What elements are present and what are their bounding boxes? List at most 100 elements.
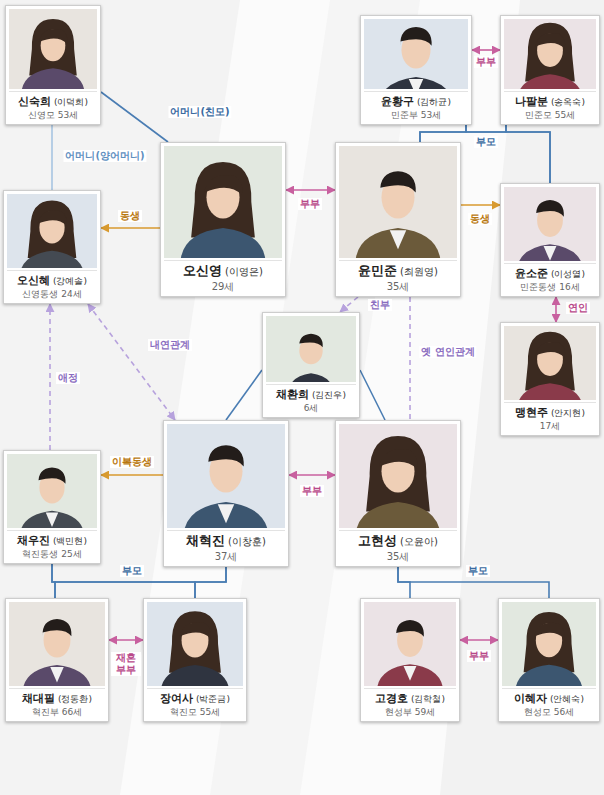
character-detail: 민준동생 16세: [504, 281, 596, 293]
photo-frame: [504, 187, 596, 261]
caption: 고경호(김학철)현성부 59세: [364, 688, 456, 718]
character-detail: 17세: [504, 420, 596, 432]
photo-frame: [339, 424, 457, 528]
portrait-ground: [147, 602, 243, 686]
caption-line: 윤소준(이성열): [504, 265, 596, 281]
portrait: [9, 9, 97, 89]
photo-frame: [9, 602, 105, 686]
character-detail: 6세: [266, 402, 356, 414]
character-name: 채우진: [17, 534, 50, 547]
portrait-hair: [366, 436, 430, 512]
relation-label: 어머니(친모): [168, 106, 231, 118]
relation-line: [461, 204, 500, 206]
character-detail: 35세: [339, 280, 457, 293]
portrait-fringe: [534, 623, 564, 639]
caption-line: 채혁진(이창훈): [167, 532, 285, 550]
character-detail: 혁진부 66세: [9, 706, 105, 718]
caption-line: 고현성(오윤아): [339, 532, 457, 550]
character-detail: 혁진모 55세: [147, 706, 243, 718]
background-band: [0, 0, 240, 795]
caption-line: 채대필(정동환): [9, 690, 105, 706]
portrait-ground: [339, 146, 457, 258]
caption: 윤민준(최원영)35세: [339, 260, 457, 293]
portrait-hair: [299, 334, 323, 348]
portrait-body: [377, 664, 443, 686]
portrait-ground: [7, 194, 97, 268]
portrait-fringe: [535, 33, 565, 48]
relation-label: 부모: [474, 136, 498, 148]
portrait-ground: [504, 326, 596, 400]
caption-line: 맹현주(안지현): [504, 404, 596, 420]
character-detail: 29세: [164, 280, 282, 293]
actor-name: (강예솔): [53, 276, 87, 286]
photo-frame: [9, 9, 97, 89]
portrait: [266, 316, 356, 382]
character-name: 채대필: [22, 692, 55, 705]
character-name: 채혁진: [186, 533, 225, 548]
relation-label: 어머니(양어머니): [63, 150, 146, 162]
caption-line: 신숙희(이덕희): [9, 93, 97, 109]
character-name: 오신영: [183, 263, 222, 278]
portrait-ground: [7, 454, 97, 528]
character-name: 나팔분: [515, 95, 548, 108]
relation-label: 재혼 부부: [111, 652, 141, 676]
person-card: 윤소준(이성열)민준동생 16세: [500, 183, 600, 297]
portrait-ground: [164, 146, 282, 258]
portrait-hair: [38, 468, 65, 484]
relation-label: 부모: [466, 565, 490, 577]
character-detail: 혁진동생 25세: [7, 548, 97, 560]
actor-name: (김진우): [312, 390, 346, 400]
portrait-body: [517, 244, 583, 261]
actor-name: (백민현): [53, 536, 87, 546]
portrait-body: [160, 665, 229, 686]
photo-frame: [504, 326, 596, 400]
person-card: 맹현주(안지현)17세: [500, 322, 600, 436]
relation-line: [506, 125, 550, 183]
person-card: 오신영(이영은)29세: [160, 142, 286, 297]
actor-name: (안지현): [551, 408, 585, 418]
caption: 채혁진(이창훈)37세: [167, 530, 285, 563]
character-name: 신숙희: [18, 95, 51, 108]
photo-frame: [7, 194, 97, 268]
character-name: 오신혜: [17, 274, 50, 287]
caption: 이혜자(안혜숙)현성모 56세: [502, 688, 596, 718]
caption-line: 오신혜(강예솔): [7, 272, 97, 288]
actor-name: (안혜숙): [550, 694, 584, 704]
relation-line: [466, 125, 550, 183]
actor-name: (최원영): [400, 266, 438, 277]
relation-label: 부부: [474, 56, 498, 68]
relation-line: [52, 564, 195, 598]
caption-line: 윤황구(김하균): [364, 93, 468, 109]
actor-name: (오윤아): [400, 536, 438, 547]
portrait-hair: [396, 620, 424, 637]
relation-label: 동생: [118, 210, 142, 222]
caption: 채환희(김진우)6세: [266, 384, 356, 414]
person-card: 오신혜(강예솔)신영동생 24세: [3, 190, 101, 304]
relation-label: 내연관계: [148, 339, 192, 351]
portrait-shirt: [46, 513, 59, 527]
relation-line: [101, 92, 168, 142]
relation-line: [88, 304, 175, 420]
portrait: [339, 146, 457, 258]
relation-label: 애정: [56, 372, 80, 384]
person-card: 채대필(정동환)혁진부 66세: [5, 598, 109, 722]
portrait-hair: [191, 162, 255, 238]
character-detail: 민준모 55세: [504, 109, 596, 121]
character-name: 윤황구: [381, 95, 414, 108]
relation-line: [49, 304, 51, 450]
relation-label: 동생: [468, 213, 492, 225]
character-name: 이혜자: [514, 692, 547, 705]
portrait-fringe: [535, 342, 565, 357]
portrait: [339, 424, 457, 528]
portrait-fringe: [379, 449, 417, 469]
portrait-hair: [525, 332, 575, 391]
portrait-body: [21, 68, 84, 89]
caption: 신숙희(이덕희)신영모 53세: [9, 91, 97, 121]
photo-frame: [164, 146, 282, 258]
person-card: 윤민준(최원영)35세: [335, 142, 461, 297]
relation-line: [555, 297, 557, 322]
portrait-fringe: [38, 211, 67, 226]
caption: 오신영(이영은)29세: [164, 260, 282, 293]
portrait-shirt: [50, 667, 63, 682]
